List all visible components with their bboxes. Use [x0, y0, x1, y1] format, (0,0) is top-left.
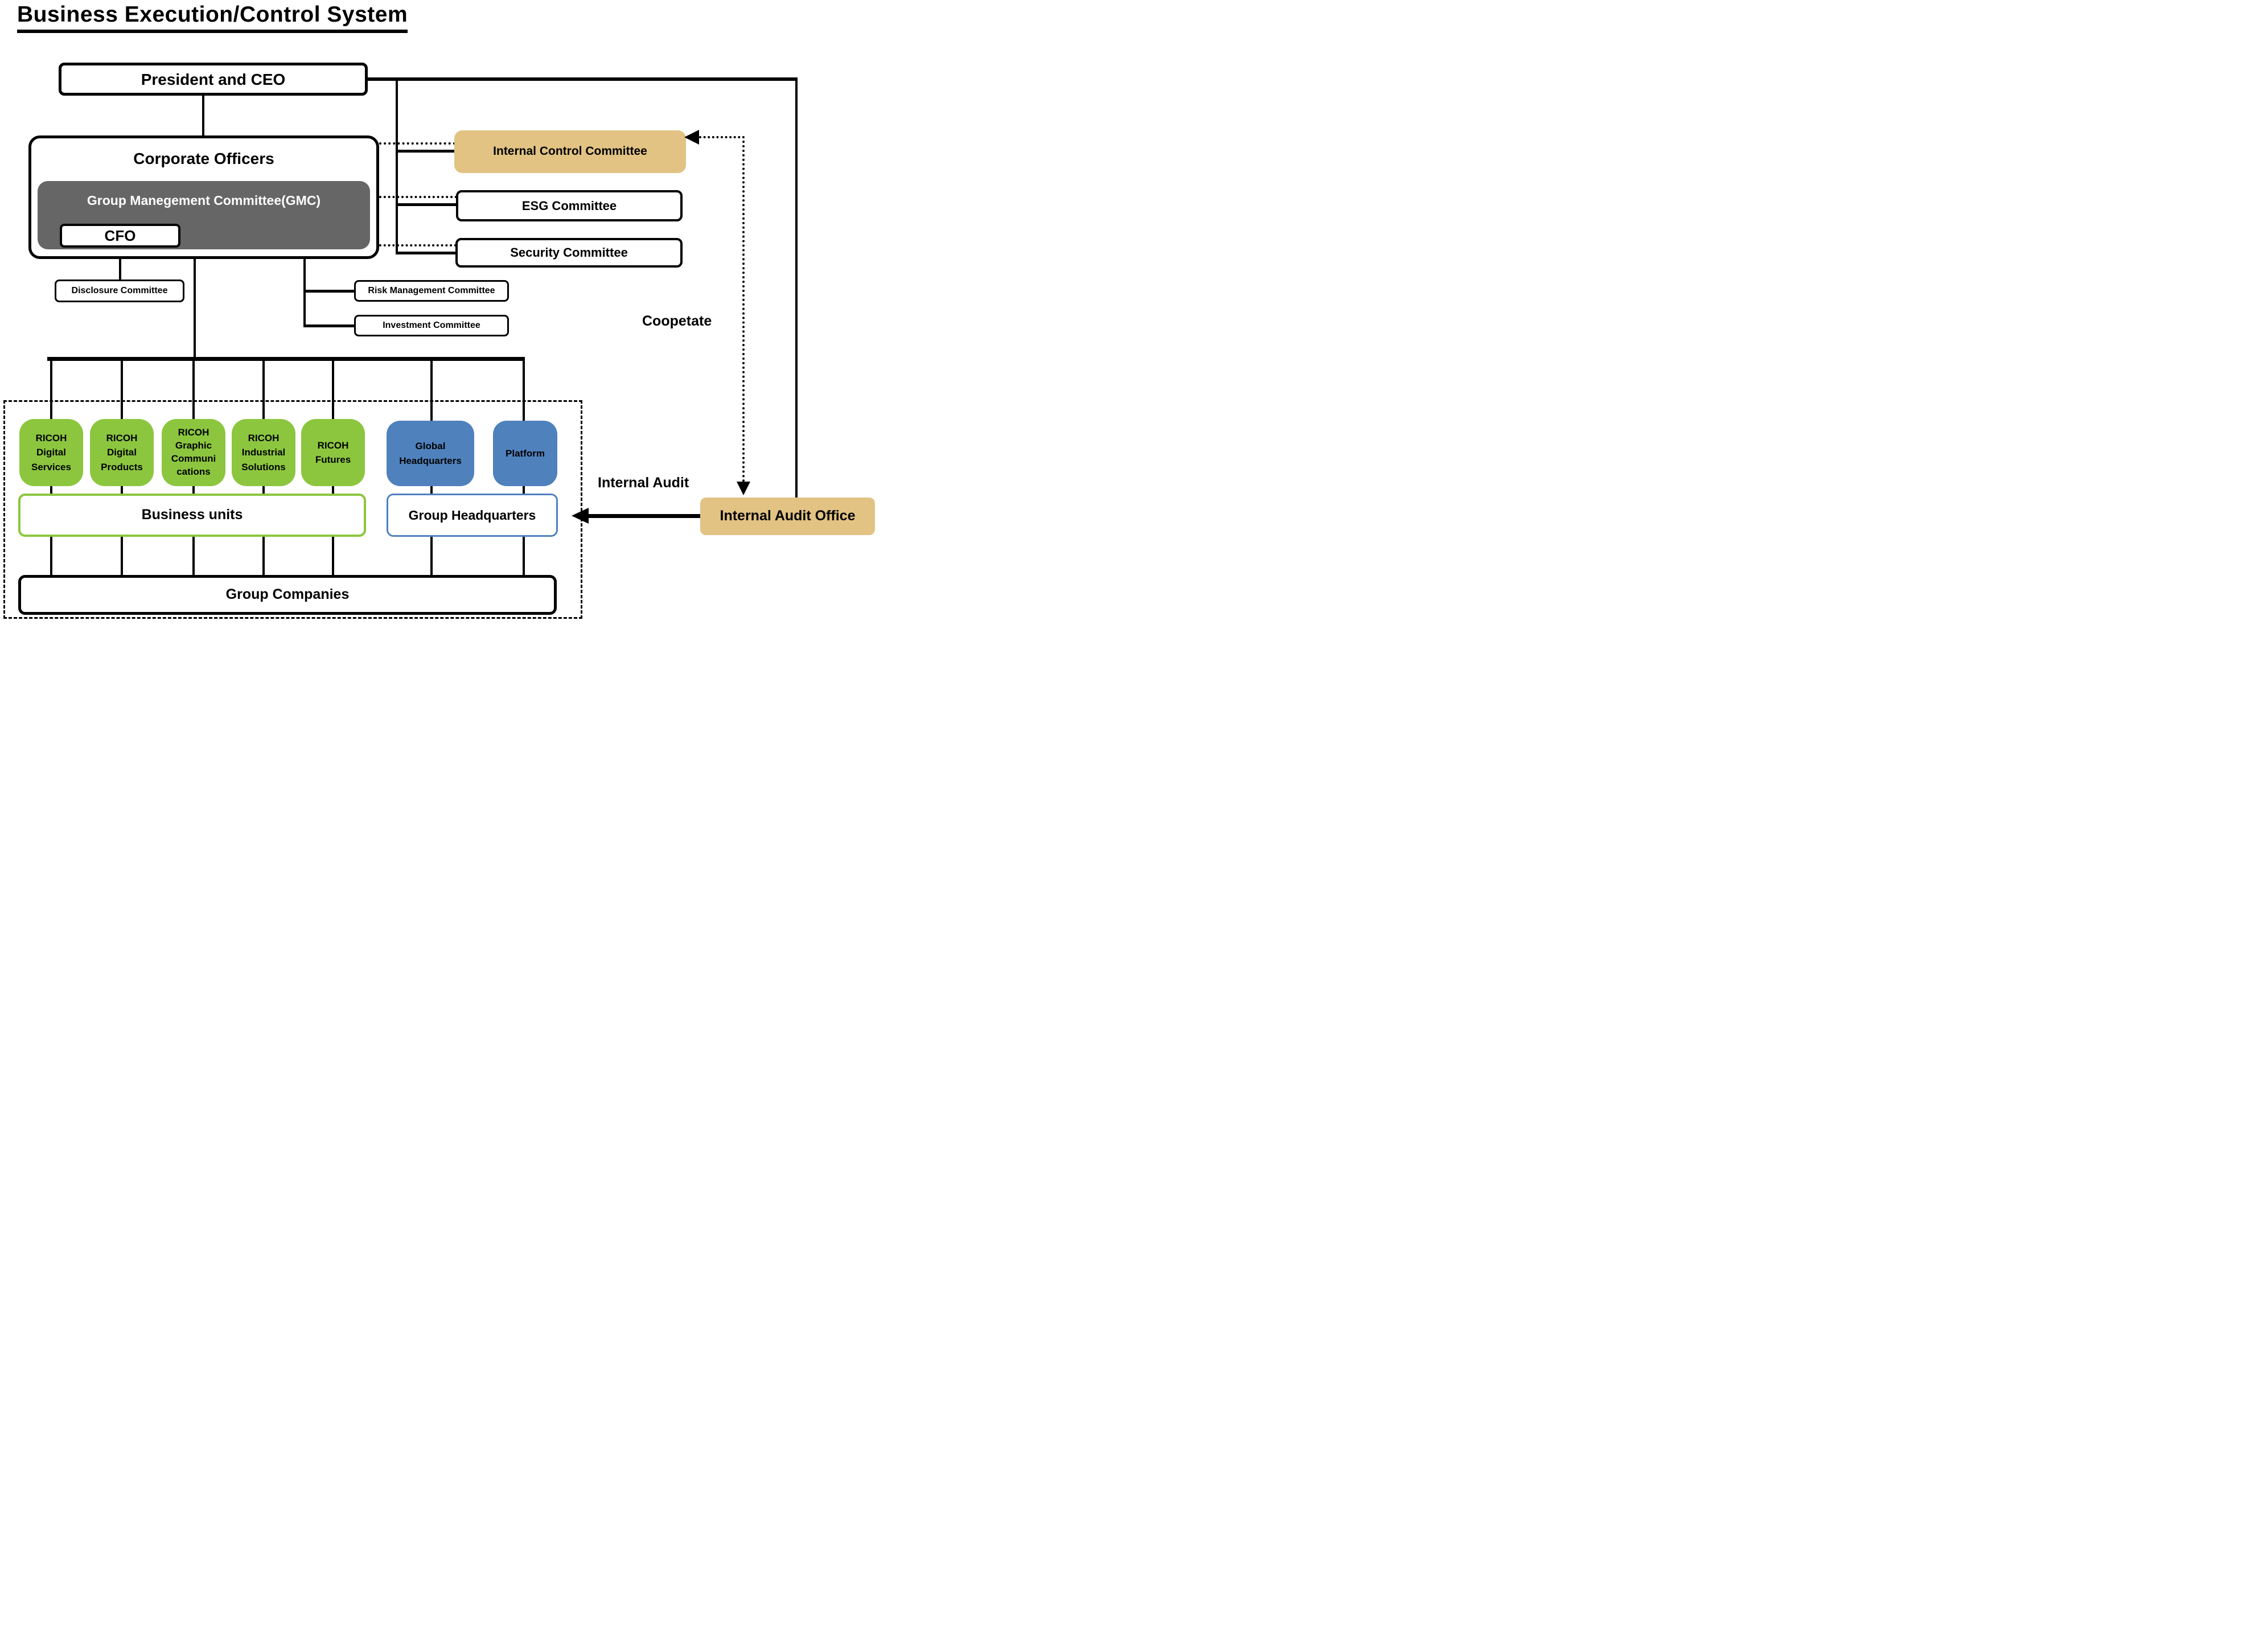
node-ricoh-graphic-communications: RICOH Graphic Communi cations	[162, 419, 225, 486]
node-internal-audit-office: Internal Audit Office	[700, 498, 875, 535]
drop-to-unit-2	[121, 361, 123, 421]
connector-right-vertical-to-audit-office	[795, 77, 798, 498]
dotted-link-officers-internal-control	[379, 142, 455, 145]
connector-president-to-corporate	[202, 96, 204, 135]
drop-to-platform	[523, 361, 525, 421]
connector-officers-branch	[303, 259, 306, 327]
node-cfo: CFO	[60, 224, 180, 248]
drop-to-global-hq	[430, 361, 433, 421]
node-esg-committee: ESG Committee	[456, 190, 683, 221]
drop-to-unit-5	[332, 361, 334, 421]
node-risk-management-committee: Risk Management Committee	[354, 280, 509, 302]
connector-to-security	[397, 252, 457, 254]
dotted-link-officers-security	[379, 244, 457, 246]
label-coopetate: Coopetate	[642, 313, 712, 329]
node-ricoh-industrial-solutions: RICOH Industrial Solutions	[232, 419, 295, 486]
node-ricoh-futures: RICOH Futures	[301, 419, 365, 486]
node-group-companies: Group Companies	[18, 575, 557, 615]
node-security-committee: Security Committee	[455, 238, 683, 268]
internal-audit-arrow-shaft	[586, 514, 700, 518]
connector-to-risk	[303, 290, 355, 293]
internal-audit-arrowhead-icon	[572, 508, 589, 524]
node-group-management-committee: Group Manegement Committee(GMC)	[38, 181, 370, 249]
node-business-units: Business units	[18, 494, 366, 537]
node-investment-committee: Investment Committee	[354, 315, 509, 336]
node-internal-control-committee: Internal Control Committee	[454, 130, 686, 173]
dotted-cooperate-horizontal	[699, 136, 745, 138]
node-president-and-ceo: President and CEO	[59, 63, 368, 96]
node-platform: Platform	[493, 421, 557, 486]
connector-to-internal-control	[397, 150, 455, 153]
dotted-cooperate-vertical	[742, 141, 745, 482]
page-title: Business Execution/Control System	[17, 2, 408, 33]
drop-to-unit-1	[50, 361, 52, 421]
label-internal-audit: Internal Audit	[598, 475, 689, 491]
cooperate-arrowhead-down-icon	[737, 482, 750, 495]
connector-cfo-to-disclosure	[119, 248, 121, 280]
connector-officers-main-trunk	[194, 259, 196, 360]
node-ricoh-digital-products: RICOH Digital Products	[90, 419, 154, 486]
node-disclosure-committee: Disclosure Committee	[55, 280, 184, 302]
drop-to-unit-4	[262, 361, 265, 421]
distribution-bar	[47, 357, 525, 361]
connector-to-investment	[303, 324, 355, 327]
node-ricoh-digital-services: RICOH Digital Services	[19, 419, 83, 486]
drop-to-unit-3	[192, 361, 195, 421]
node-global-headquarters: Global Headquarters	[387, 421, 474, 486]
connector-president-top-horizontal	[368, 77, 798, 81]
connector-to-esg	[397, 203, 457, 206]
org-chart-canvas: Business Execution/Control System Presid…	[0, 0, 880, 642]
dotted-link-officers-esg	[379, 196, 457, 198]
connector-committee-trunk	[396, 79, 398, 254]
cooperate-arrowhead-left-icon	[684, 130, 699, 145]
node-group-headquarters: Group Headquarters	[387, 494, 558, 537]
